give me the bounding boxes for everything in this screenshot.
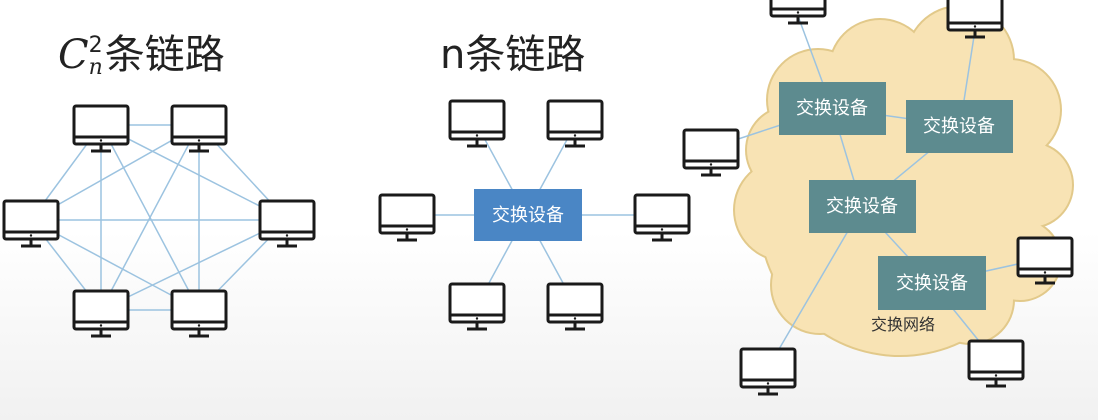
mesh-title-sub: n bbox=[88, 55, 103, 80]
switch-box-4 bbox=[878, 256, 986, 310]
monitor-icon bbox=[378, 193, 436, 242]
cloud-label: 交换网络 bbox=[871, 315, 935, 334]
monitor-icon bbox=[2, 199, 60, 248]
mesh-title-suffix: 条链路 bbox=[104, 32, 225, 78]
mesh-network bbox=[30, 124, 288, 311]
monitor-icon bbox=[170, 104, 228, 153]
monitor-icon bbox=[739, 347, 797, 396]
monitor-icon bbox=[1016, 236, 1074, 285]
switch-label-1: 交换设备 bbox=[796, 98, 868, 119]
switch-box-3 bbox=[809, 180, 916, 233]
switch-label-3: 交换设备 bbox=[826, 196, 898, 217]
monitor-icon bbox=[258, 199, 316, 248]
star-switch-label: 交换设备 bbox=[492, 205, 564, 226]
monitor-icon bbox=[946, 0, 1004, 39]
mesh-hosts bbox=[2, 104, 316, 338]
network-switches: 交换设备 交换设备 交换设备 交换设备 bbox=[779, 82, 1013, 310]
mesh-title-c: C bbox=[58, 32, 89, 78]
monitor-icon bbox=[448, 282, 506, 331]
star-switch-box bbox=[474, 189, 582, 241]
switch-label-2: 交换设备 bbox=[923, 116, 995, 137]
monitor-icon bbox=[769, 0, 827, 25]
monitor-icon bbox=[633, 193, 691, 242]
monitor-icon bbox=[170, 289, 228, 338]
monitor-icon bbox=[448, 99, 506, 148]
star-switch: 交换设备 bbox=[474, 189, 582, 241]
monitor-icon bbox=[546, 99, 604, 148]
switch-box-2 bbox=[906, 100, 1013, 153]
switch-box-1 bbox=[779, 82, 886, 135]
star-title: n条链路 bbox=[440, 32, 586, 78]
mesh-title-sup: 2 bbox=[88, 33, 103, 58]
monitor-icon bbox=[72, 104, 130, 153]
monitor-icon bbox=[967, 339, 1025, 388]
monitor-icon bbox=[682, 128, 740, 177]
switch-label-4: 交换设备 bbox=[896, 273, 968, 294]
monitor-icon bbox=[72, 289, 130, 338]
monitor-icon bbox=[546, 282, 604, 331]
